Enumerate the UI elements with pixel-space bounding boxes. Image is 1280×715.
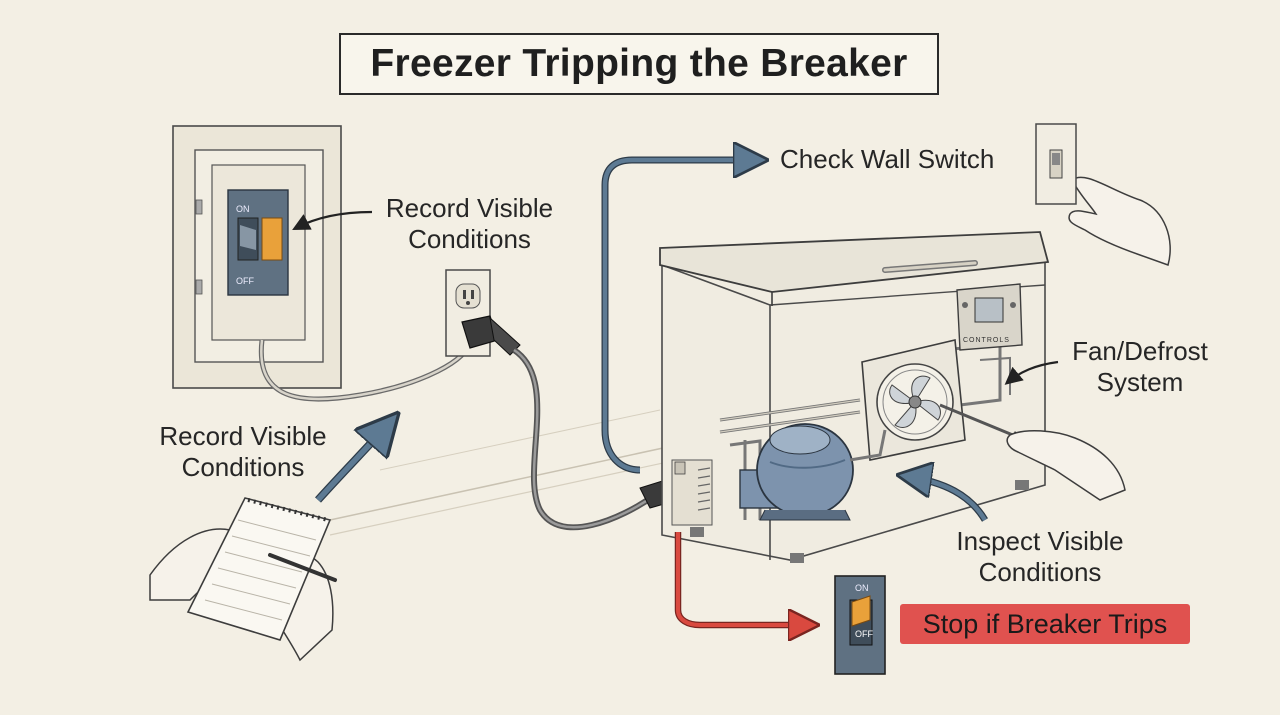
pointer-fan-defrost bbox=[1004, 360, 1059, 385]
label-record-notepad: Record Visible Conditions bbox=[148, 421, 338, 483]
panel-on-mark: ON bbox=[236, 204, 250, 214]
flow-arrows bbox=[292, 160, 1059, 625]
bottom-breaker-icon bbox=[834, 575, 886, 675]
control-board-icon bbox=[956, 283, 1023, 351]
panel-off-mark: OFF bbox=[236, 276, 254, 286]
stop-badge: Stop if Breaker Trips bbox=[900, 604, 1190, 644]
freezer-icon bbox=[659, 231, 1050, 563]
compressor-icon bbox=[739, 423, 887, 521]
label-fan-defrost-line2: System bbox=[1096, 367, 1184, 397]
fan-icon bbox=[861, 339, 966, 461]
title-box: Freezer Tripping the Breaker bbox=[339, 33, 939, 95]
breaker-panel-icon bbox=[172, 125, 342, 389]
control-label: CONTROLS bbox=[963, 337, 1010, 344]
pointer-record-breaker bbox=[292, 210, 373, 231]
label-inspect: Inspect Visible Conditions bbox=[940, 526, 1140, 588]
label-inspect-line1: Inspect Visible bbox=[956, 526, 1124, 556]
label-fan-defrost-line1: Fan/Defrost bbox=[1072, 336, 1208, 366]
label-fan-defrost: Fan/Defrost System bbox=[1060, 336, 1220, 398]
notepad-icon bbox=[186, 497, 337, 641]
plug-icon bbox=[461, 315, 521, 356]
label-check-wall-switch: Check Wall Switch bbox=[780, 144, 995, 174]
label-record-notepad-line1: Record Visible bbox=[159, 421, 327, 451]
bottom-off-mark: OFF bbox=[855, 629, 873, 639]
label-record-panel-line1: Record Visible bbox=[385, 193, 554, 223]
bottom-on-mark: ON bbox=[855, 583, 869, 593]
label-record-panel: Record Visible Conditions bbox=[372, 193, 567, 255]
stop-label: Stop if Breaker Trips bbox=[922, 608, 1168, 639]
label-record-panel-line2: Conditions bbox=[408, 224, 531, 254]
label-inspect-line2: Conditions bbox=[978, 557, 1102, 587]
diagram-title: Freezer Tripping the Breaker bbox=[370, 42, 908, 85]
label-record-notepad-line2: Conditions bbox=[181, 452, 305, 482]
wall-switch-icon bbox=[1035, 123, 1077, 205]
